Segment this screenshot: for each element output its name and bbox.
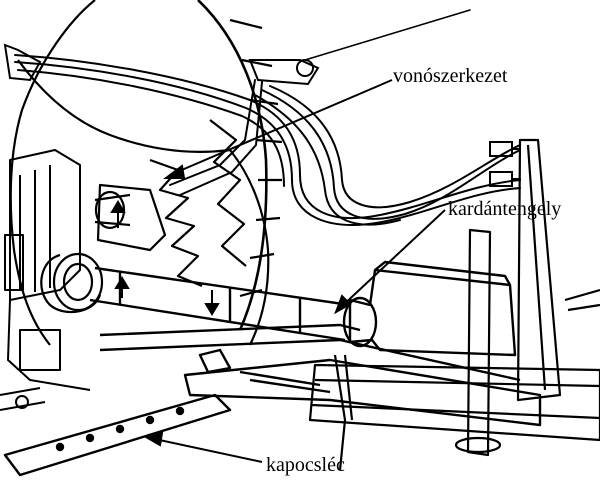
- tractor-rear-housing: [0, 149, 91, 411]
- pto-output: [40, 183, 167, 314]
- hydraulic-hoses: [14, 54, 521, 226]
- label-driveshaft: kardántengely: [448, 198, 562, 220]
- implement-frame: [308, 138, 600, 471]
- label-drawbar: kapocsléc: [266, 454, 345, 476]
- tractor-wheel: [9, 0, 283, 346]
- label-linkage: vonószerkezet: [393, 65, 508, 87]
- upper-linkage: [3, 9, 471, 196]
- motion-arrows: [110, 200, 220, 316]
- driveshaft: [89, 260, 517, 357]
- callout-leaders: [143, 79, 446, 463]
